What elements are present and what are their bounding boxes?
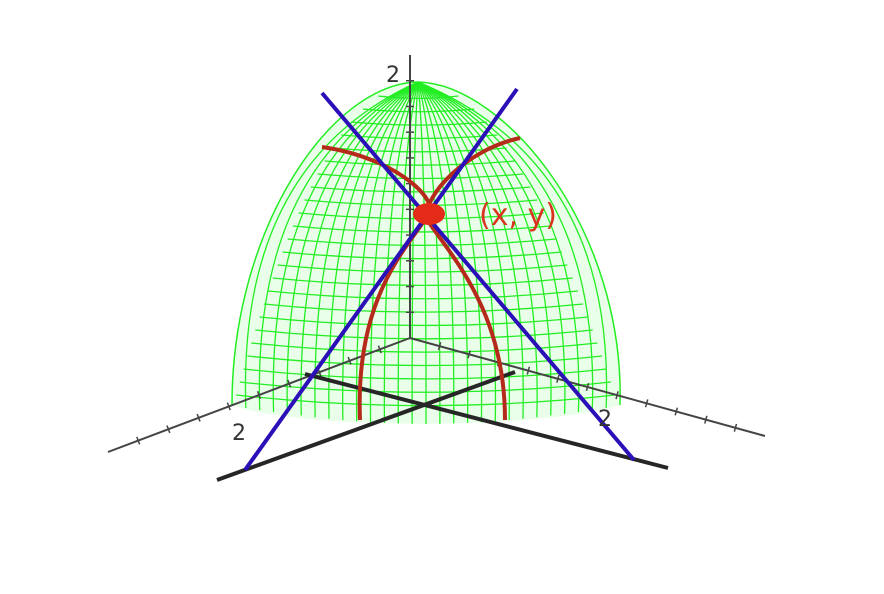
axis-tick	[644, 399, 649, 408]
mesh-ring	[259, 316, 589, 327]
mesh-meridian	[417, 81, 469, 423]
mesh-meridian	[417, 81, 580, 412]
mesh-meridian	[286, 81, 419, 414]
surface-outline	[231, 81, 621, 406]
mesh-ring	[239, 381, 611, 393]
mesh-ring	[282, 251, 562, 260]
point-label: (x, y)	[479, 198, 557, 233]
mesh-meridian	[314, 81, 419, 418]
axis-tick	[467, 350, 471, 359]
axis-tick	[347, 356, 352, 365]
mesh-ring	[287, 238, 557, 246]
mesh-meridian	[397, 81, 419, 424]
mesh-meridian	[417, 81, 552, 416]
mesh-ring	[277, 264, 568, 273]
mesh-meridian	[258, 81, 419, 411]
mesh-ring	[351, 121, 487, 126]
ground-line-right	[304, 372, 669, 470]
axis-tick	[526, 366, 531, 375]
axis-tick	[556, 374, 560, 383]
axis-tick	[437, 342, 442, 351]
axis-tick	[733, 423, 738, 432]
mesh-ring	[247, 355, 603, 367]
z-tick-label: 2	[386, 63, 400, 88]
axis-tick	[585, 382, 590, 392]
tangency-point	[413, 203, 445, 225]
axis-tick	[196, 413, 201, 422]
axis-tick	[615, 391, 619, 400]
ground-lines	[216, 370, 669, 482]
axis-tick	[256, 390, 262, 400]
mesh-ring	[317, 173, 524, 180]
mesh-meridian	[411, 81, 419, 424]
axis-tick	[136, 436, 141, 445]
mesh-meridian	[342, 81, 419, 421]
mesh-meridian	[300, 81, 419, 416]
y-tick-label: 2	[598, 407, 612, 432]
axis-tick	[226, 402, 231, 411]
mesh-ring	[251, 342, 598, 353]
x-tick-label: 2	[232, 421, 246, 446]
axis-tick	[287, 379, 292, 388]
tangent-line-2	[243, 87, 519, 472]
mesh-ring	[362, 108, 475, 113]
tangent-lines	[243, 87, 636, 472]
mesh-meridian	[417, 81, 608, 409]
tangent-line-1	[320, 91, 636, 462]
mesh-meridian	[417, 81, 594, 411]
mesh-meridian	[369, 81, 419, 423]
mesh-meridian	[244, 81, 419, 409]
paraboloid-surface	[231, 81, 621, 425]
mesh-meridian	[417, 81, 566, 414]
axis-tick	[377, 345, 382, 354]
mesh-meridian	[417, 81, 455, 424]
mesh-meridian	[417, 81, 510, 421]
axis-tick	[674, 407, 679, 416]
mesh-ring	[272, 277, 573, 287]
mesh-ring	[268, 290, 579, 300]
mesh-meridian	[417, 81, 538, 418]
mesh-meridian	[417, 81, 524, 419]
axis-tick	[166, 425, 171, 434]
mesh-meridian	[272, 81, 419, 412]
mesh-meridian	[417, 81, 497, 422]
axis-tick	[704, 415, 708, 424]
ground-line-left	[216, 370, 516, 482]
surface-fill	[232, 82, 621, 424]
